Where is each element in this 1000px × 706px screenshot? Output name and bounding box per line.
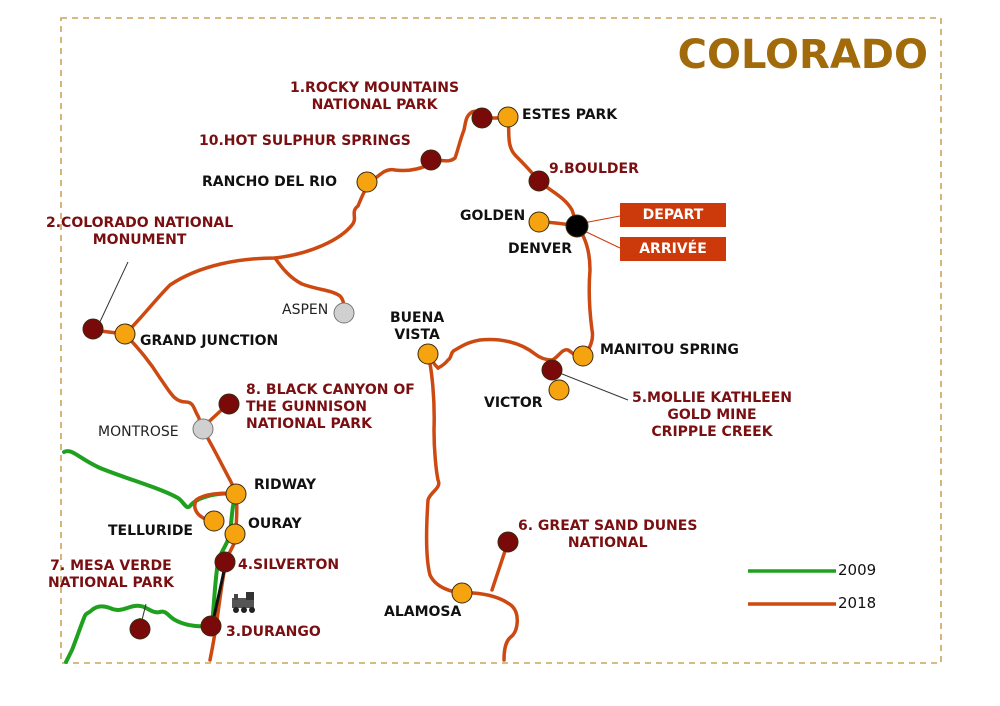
city-label-denver: DENVER (508, 241, 573, 257)
city-label-ouray: OURAY (248, 516, 302, 532)
marker-buena-vista[interactable] (417, 343, 439, 365)
marker-great-sand-dunes[interactable] (497, 531, 519, 553)
train-icon (232, 592, 255, 613)
marker-aspen[interactable] (333, 302, 355, 324)
marker-montrose[interactable] (192, 418, 214, 440)
site-label-durango: 3.DURANGO (226, 624, 321, 640)
marker-durango[interactable] (200, 615, 222, 637)
legend-label-2018: 2018 (838, 594, 877, 612)
site-label-great-sand-dunes: 6. GREAT SAND DUNES NATIONAL (518, 518, 698, 551)
depart-tag: DEPART (620, 203, 726, 227)
site-label-hot-sulphur-springs: 10.HOT SULPHUR SPRINGS (199, 133, 411, 149)
marker-boulder[interactable] (528, 170, 550, 192)
marker-black-canyon[interactable] (218, 393, 240, 415)
legend-label-2009: 2009 (838, 561, 877, 579)
site-label-boulder: 9.BOULDER (549, 161, 639, 177)
marker-colorado-national-monument[interactable] (82, 318, 104, 340)
site-label-colorado-national-monument: 2.COLORADO NATIONAL MONUMENT (46, 215, 234, 248)
route-2018 (90, 109, 595, 662)
city-label-victor: VICTOR (484, 395, 543, 411)
marker-mollie-kathleen[interactable] (541, 359, 563, 381)
site-label-mollie-kathleen: 5.MOLLIE KATHLEEN GOLD MINE CRIPPLE CREE… (632, 390, 793, 440)
city-label-grand-junction: GRAND JUNCTION (140, 333, 279, 349)
marker-rancho-del-rio[interactable] (356, 171, 378, 193)
map-title: COLORADO (677, 32, 928, 78)
marker-alamosa[interactable] (451, 582, 473, 604)
marker-silverton[interactable] (214, 551, 236, 573)
marker-ouray[interactable] (224, 523, 246, 545)
map-border (60, 17, 942, 664)
city-label-montrose: MONTROSE (98, 424, 179, 440)
marker-telluride[interactable] (203, 510, 225, 532)
marker-mesa-verde[interactable] (129, 618, 151, 640)
city-label-alamosa: ALAMOSA (384, 604, 462, 620)
marker-manitou-spring[interactable] (572, 345, 594, 367)
city-label-ridway: RIDWAY (254, 477, 317, 493)
city-label-aspen: ASPEN (282, 302, 329, 318)
city-label-buena-vista: BUENA VISTA (390, 310, 445, 343)
pointer-lines (97, 261, 629, 629)
marker-grand-junction[interactable] (114, 323, 136, 345)
site-label-silverton: 4.SILVERTON (238, 557, 340, 573)
marker-hot-sulphur-springs[interactable] (420, 149, 442, 171)
marker-denver[interactable] (565, 214, 589, 238)
marker-ridway[interactable] (225, 483, 247, 505)
marker-victor[interactable] (548, 379, 570, 401)
site-label-mesa-verde: 7. MESA VERDE NATIONAL PARK (48, 558, 174, 591)
marker-estes-park[interactable] (497, 106, 519, 128)
city-label-estes-park: ESTES PARK (522, 107, 618, 123)
marker-rocky-mountains[interactable] (471, 107, 493, 129)
site-label-black-canyon: 8. BLACK CANYON OF THE GUNNISON NATIONAL… (246, 382, 415, 432)
train-line (210, 561, 228, 627)
city-label-rancho-del-rio: RANCHO DEL RIO (202, 174, 337, 190)
marker-golden[interactable] (528, 211, 550, 233)
city-label-golden: GOLDEN (460, 208, 526, 224)
city-label-manitou-spring: MANITOU SPRING (600, 342, 739, 358)
site-label-rocky-mountains: 1.ROCKY MOUNTAINS NATIONAL PARK (290, 80, 460, 113)
arrivee-tag: ARRIVÉE (620, 237, 726, 261)
city-label-telluride: TELLURIDE (108, 523, 193, 539)
